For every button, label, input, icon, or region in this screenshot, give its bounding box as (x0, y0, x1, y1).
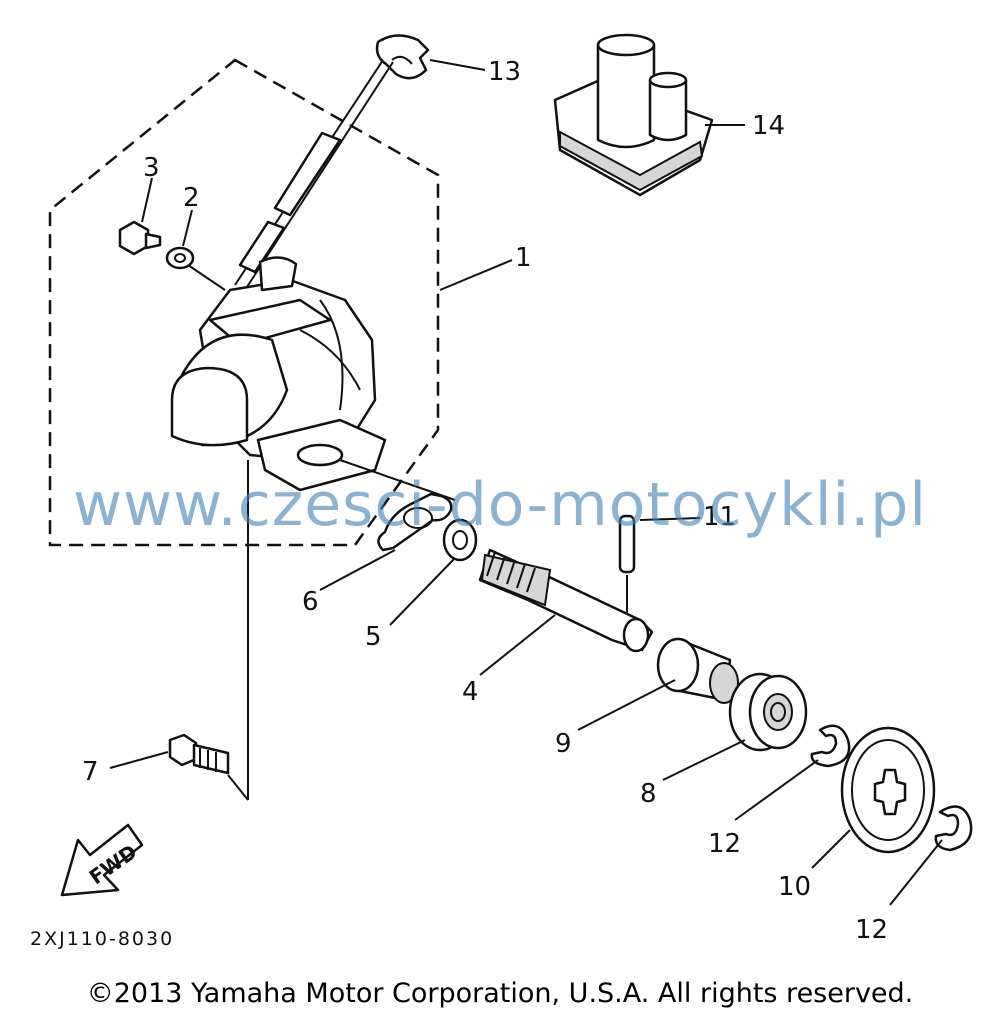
part-1-oil-pump (170, 256, 387, 492)
callout-14: 14 (752, 111, 785, 141)
callout-12a: 12 (708, 829, 741, 859)
callout-12b: 12 (855, 915, 888, 945)
callout-9: 9 (555, 729, 572, 759)
callout-4: 4 (462, 677, 479, 707)
part-13-clip (375, 34, 430, 80)
callout-6: 6 (302, 587, 319, 617)
callout-10: 10 (778, 872, 811, 902)
part-7-bolt (168, 733, 230, 775)
part-9-bushing (656, 637, 739, 704)
part-5-seal (442, 518, 478, 562)
leader-gasket (339, 459, 456, 501)
callout-11: 11 (703, 502, 736, 532)
callout-7: 7 (82, 757, 99, 787)
part-11-pin (618, 514, 636, 574)
callout-13: 13 (488, 57, 521, 87)
part-8-bearing (728, 672, 808, 752)
callout-1: 1 (515, 243, 532, 273)
copyright-notice: ©2013 Yamaha Motor Corporation, U.S.A. A… (86, 978, 914, 1009)
diagram-code: 2XJ110-8030 (30, 928, 174, 950)
part-6-gasket (377, 492, 453, 552)
assembly-boundary (48, 58, 440, 547)
callout-3: 3 (143, 153, 160, 183)
callout-5: 5 (365, 622, 382, 652)
fwd-arrow-icon: FWD (60, 823, 144, 897)
part-14-block (553, 33, 714, 197)
part-12-circlip-a (810, 724, 851, 768)
leader-7-join (227, 774, 249, 801)
part-12-circlip-b (934, 805, 973, 852)
part-3-bolt (118, 220, 162, 256)
callout-8: 8 (640, 779, 657, 809)
part-4-shaft (478, 548, 654, 653)
leader-2 (187, 264, 226, 291)
part-10-gear (840, 726, 936, 854)
part-2-washer (165, 246, 195, 270)
control-cable (234, 59, 394, 291)
callout-2: 2 (183, 183, 200, 213)
callout-leaders (109, 59, 943, 906)
